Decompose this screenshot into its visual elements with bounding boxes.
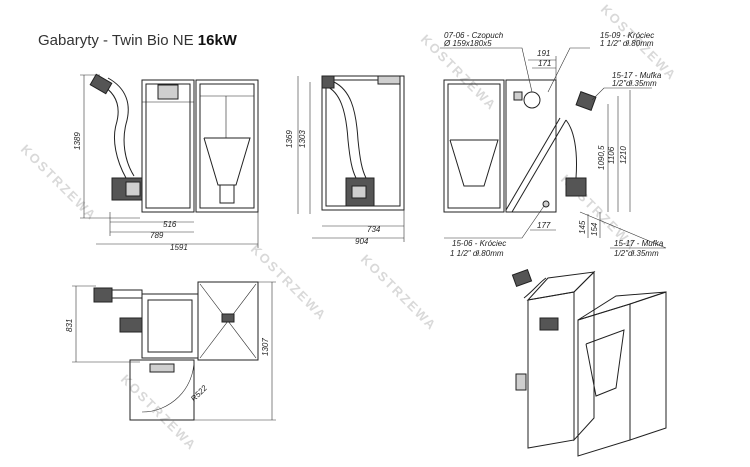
rear-view: 191 171 1090,5 1106 1210 177 145 154 07-… [440, 31, 667, 258]
side-feeder-tube [325, 85, 357, 179]
iso-hopper-side [629, 291, 667, 441]
hopper-funnel [203, 137, 251, 186]
dim-904: 904 [355, 237, 369, 246]
top-hopper-handle [221, 313, 235, 323]
side-view: 1369 1303 734 904 [285, 75, 405, 246]
callout-mufka-bottom-size: 1/2"dł.35mm [614, 249, 659, 258]
control-panel [157, 84, 179, 100]
feeder-tube [99, 83, 127, 179]
iso-hopper-front [577, 303, 631, 457]
dim-1210: 1210 [619, 146, 628, 164]
top-door-open [129, 359, 195, 421]
top-feeder-motor [93, 287, 113, 303]
title-power: 16kW [197, 32, 237, 49]
dim-1369: 1369 [285, 130, 294, 148]
title-prefix: Gabaryty - Twin Bio NE [38, 32, 198, 49]
callout-mufka-top-name: 15-17 - Mufka [612, 71, 662, 80]
feeder-motor [89, 73, 113, 95]
dim-145: 145 [578, 220, 587, 234]
rear-feeder-motor [575, 91, 597, 111]
iso-boiler-front [527, 291, 575, 449]
iso-control-panel [539, 317, 559, 331]
rear-feeder-tube [505, 117, 561, 211]
iso-boiler-side [573, 270, 595, 442]
boiler-body [141, 79, 195, 213]
rear-boiler [505, 79, 557, 213]
callout-krociec-top-name: 15-09 - Króciec [600, 31, 654, 40]
page-title: Gabaryty - Twin Bio NE 16kW [38, 32, 237, 49]
dim-171: 171 [538, 59, 551, 68]
dim-1090: 1090,5 [597, 145, 606, 170]
dim-177: 177 [537, 221, 551, 230]
boiler-door [145, 83, 191, 209]
dim-191: 191 [537, 49, 550, 58]
side-body [321, 75, 405, 211]
dim-1307: 1307 [261, 338, 270, 356]
watermark-1: KOSTRZEWA [18, 142, 100, 224]
front-view: 1389 516 789 1591 [73, 73, 259, 252]
callout-krociec-bottom-name: 15-06 - Króciec [452, 239, 506, 248]
dim-831: 831 [65, 319, 74, 332]
fuel-hopper [195, 79, 259, 213]
dim-r522: R522 [189, 383, 209, 403]
door-swing-arc [141, 359, 195, 413]
callout-czopuch-size: Ø 159x180x5 [443, 39, 492, 48]
top-boiler [141, 293, 199, 359]
iso-boiler-top [526, 271, 596, 301]
side-feeder-motor [321, 75, 335, 89]
callout-krociec-top-size: 1 1/2" dł.80mm [600, 39, 654, 48]
iso-feeder-motor [511, 268, 533, 288]
isometric-view [511, 268, 667, 457]
rear-burner [565, 177, 587, 197]
rear-fitting-bottom [542, 200, 550, 208]
side-burner [345, 177, 375, 207]
top-burner [119, 317, 143, 333]
watermark-3: KOSTRZEWA [358, 252, 440, 334]
callout-czopuch-name: 07-06 - Czopuch [444, 31, 504, 40]
top-view: 831 1307 R522 [65, 281, 276, 421]
iso-burner [515, 373, 527, 391]
dim-154: 154 [590, 222, 599, 236]
dim-1106: 1106 [607, 146, 616, 164]
dim-734: 734 [367, 225, 381, 234]
dim-1591: 1591 [170, 243, 188, 252]
watermark-2: KOSTRZEWA [248, 242, 330, 324]
callout-krociec-bottom-size: 1 1/2" dł.80mm [450, 249, 504, 258]
flue-outlet [523, 91, 541, 109]
dim-516: 516 [163, 220, 177, 229]
rear-fitting-top [513, 91, 523, 101]
dim-1303: 1303 [298, 130, 307, 148]
rear-hopper [443, 79, 505, 213]
side-top-panel [377, 75, 401, 85]
callout-mufka-bottom-name: 15-17 - Mufka [614, 239, 664, 248]
dim-1389: 1389 [73, 132, 82, 150]
callout-mufka-top-size: 1/2"dł.35mm [612, 79, 657, 88]
dim-789: 789 [150, 231, 164, 240]
iso-feeder-tube [523, 277, 547, 299]
